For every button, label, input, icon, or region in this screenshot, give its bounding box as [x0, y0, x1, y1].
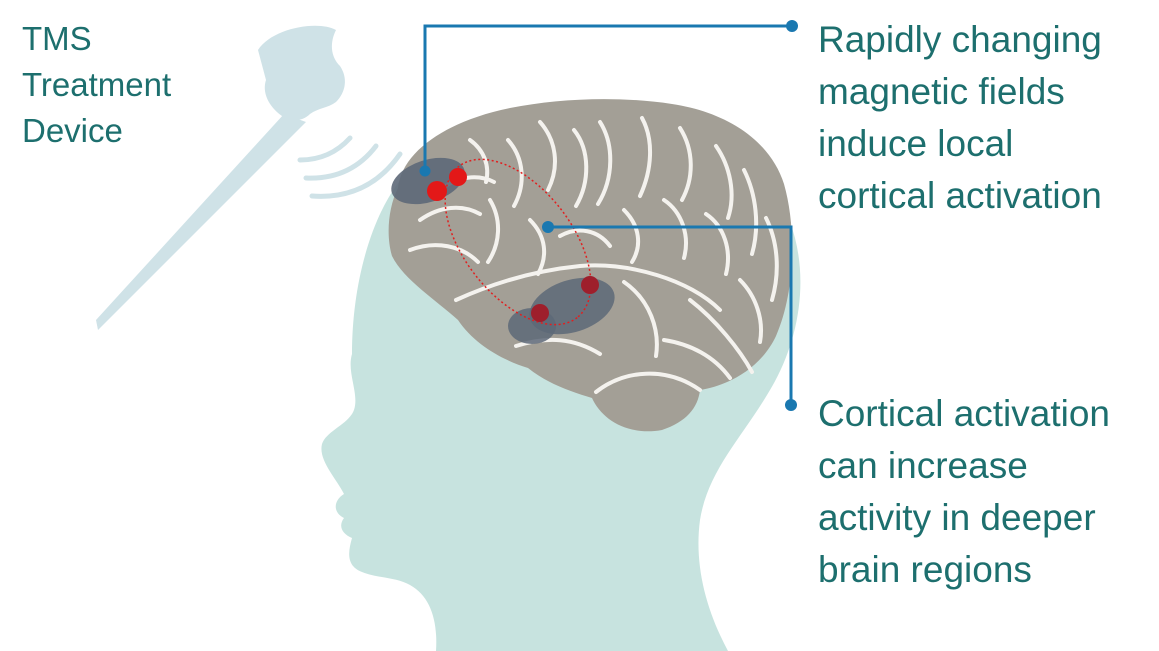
- fields-label-line: cortical activation: [818, 170, 1102, 222]
- fields-label-line: Rapidly changing: [818, 14, 1102, 66]
- activation-label-line: Cortical activation: [818, 388, 1110, 440]
- callout-dot-icon: [542, 221, 554, 233]
- activation-dot: [581, 276, 599, 294]
- callout-dot-icon: [420, 166, 431, 177]
- activation-dot: [531, 304, 549, 322]
- magnetic-fields-label: Rapidly changing magnetic fields induce …: [818, 14, 1102, 222]
- activation-dot: [449, 168, 467, 186]
- activation-dot: [427, 181, 447, 201]
- magnetic-wave-icon: [300, 138, 400, 196]
- activation-label-line: brain regions: [818, 544, 1110, 596]
- device-label-line: Treatment: [22, 62, 171, 108]
- callout-dot-icon: [785, 399, 797, 411]
- cortical-activation-label: Cortical activation can increase activit…: [818, 388, 1110, 596]
- device-label: TMS Treatment Device: [22, 16, 171, 154]
- activation-label-line: can increase: [818, 440, 1110, 492]
- activation-label-line: activity in deeper: [818, 492, 1110, 544]
- fields-label-line: magnetic fields: [818, 66, 1102, 118]
- device-label-line: Device: [22, 108, 171, 154]
- fields-label-line: induce local: [818, 118, 1102, 170]
- device-label-line: TMS: [22, 16, 171, 62]
- callout-dot-icon: [786, 20, 798, 32]
